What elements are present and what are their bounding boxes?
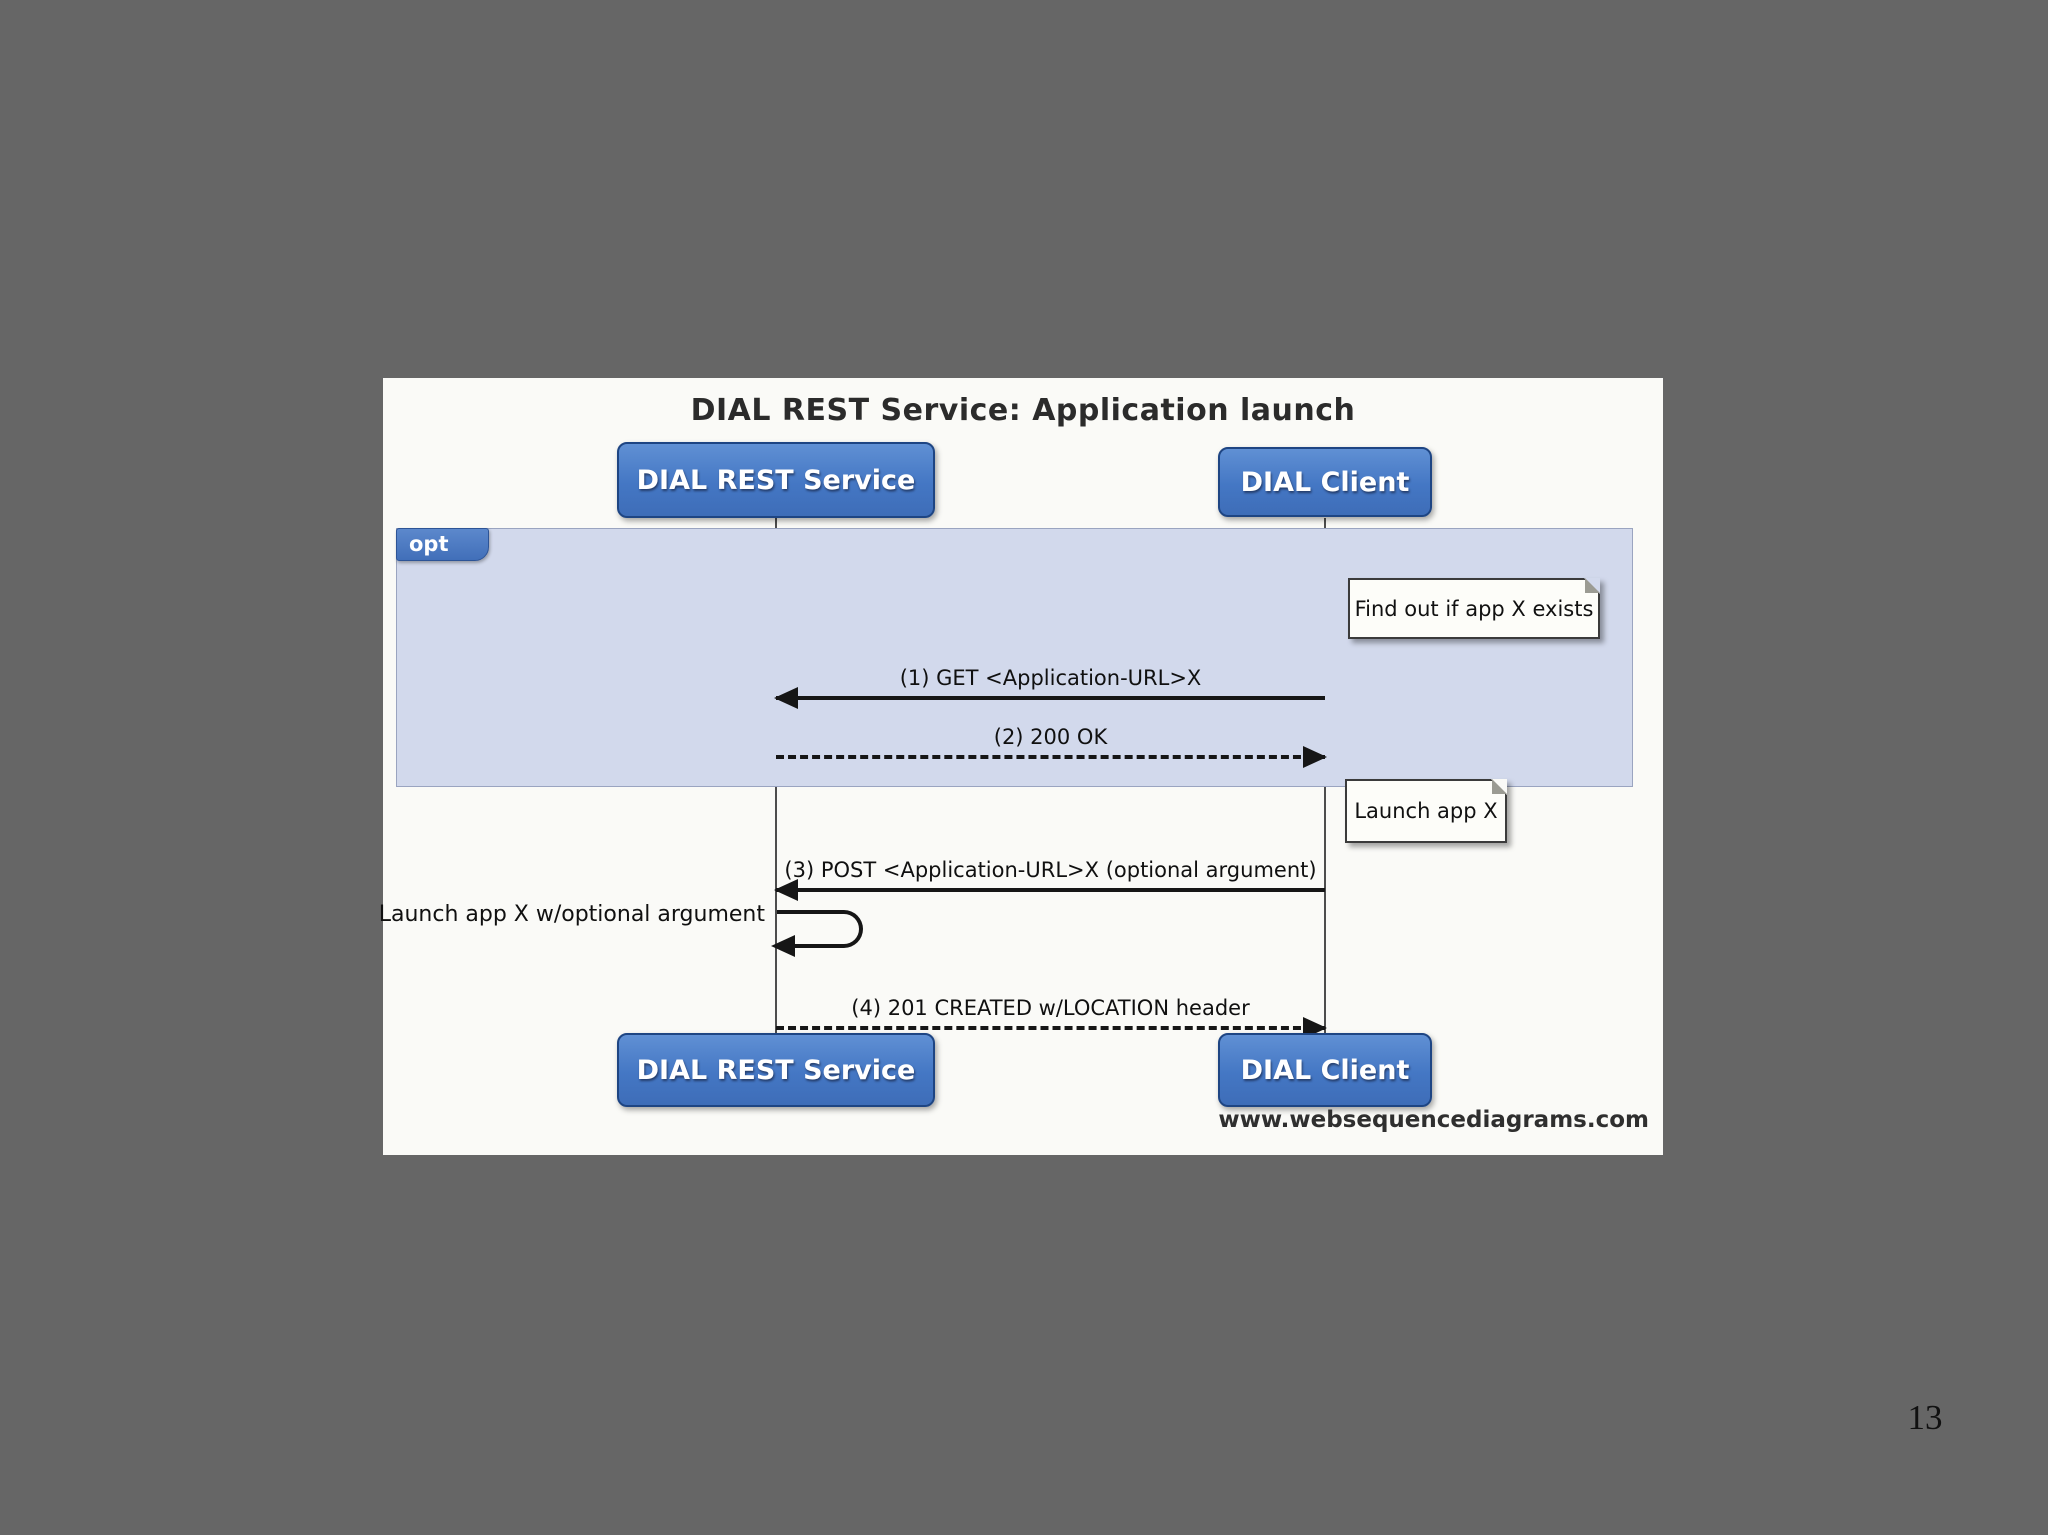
message-created-line [776,1017,1327,1039]
message-post-application-url: (3) POST <Application-URL>X (optional ar… [774,858,1325,901]
note-launch-app: Launch app X [1345,779,1507,843]
message-get-application-url: (1) GET <Application-URL>X [774,666,1325,709]
actor-dial-rest-service-bottom: DIAL REST Service [617,1033,935,1107]
arrowhead-right-icon [1303,746,1327,768]
arrowhead-left-icon [771,935,795,957]
arrowhead-left-icon [774,879,798,901]
opt-fragment: opt [396,528,1633,787]
slide-page-number: 13 [1907,1398,1943,1437]
note-find-app-text: Find out if app X exists [1354,596,1594,621]
message-post-line [774,879,1325,901]
self-call-loop-arrow [771,910,863,957]
websequencediagrams-watermark: www.websequencediagrams.com [1218,1107,1649,1133]
actor-dial-client-top: DIAL Client [1218,447,1432,517]
message-ok-line [776,746,1327,768]
diagram-title: DIAL REST Service: Application launch [690,393,1356,428]
opt-fragment-label: opt [396,528,489,561]
message-200-ok: (2) 200 OK [776,725,1327,768]
message-created-label: (4) 201 CREATED w/LOCATION header [851,996,1250,1020]
message-ok-label: (2) 200 OK [993,725,1108,749]
arrowhead-left-icon [774,687,798,709]
note-launch-app-text: Launch app X [1354,799,1498,823]
note-find-app-exists: Find out if app X exists [1348,578,1600,639]
sequence-diagram: DIAL REST Service: Application launch op… [379,378,1663,1155]
actor-dial-client-bottom: DIAL Client [1218,1033,1432,1107]
actor-dial-rest-service-top: DIAL REST Service [617,442,935,518]
message-get-line [774,687,1325,709]
message-201-created: (4) 201 CREATED w/LOCATION header [776,996,1327,1039]
message-post-label: (3) POST <Application-URL>X (optional ar… [784,858,1317,882]
message-get-label: (1) GET <Application-URL>X [899,666,1202,690]
self-call-label: Launch app X w/optional argument [378,902,765,927]
